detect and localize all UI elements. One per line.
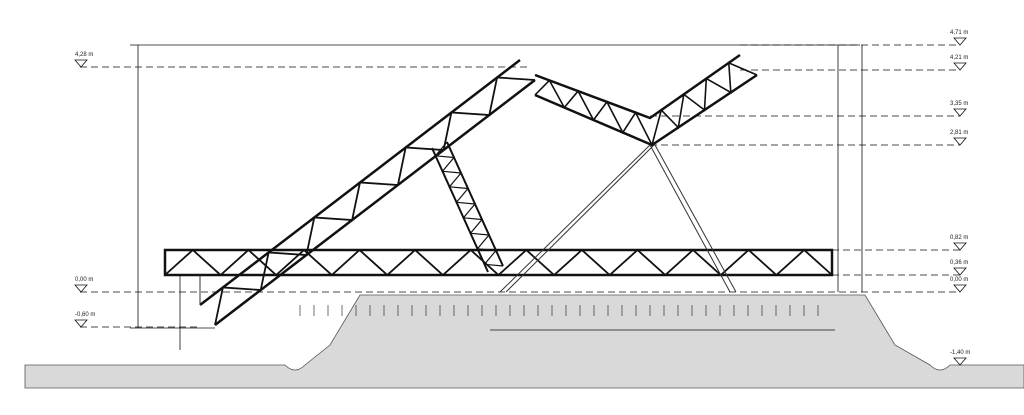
level-label: 0,00 m bbox=[75, 277, 94, 283]
inclined-truss bbox=[199, 59, 536, 326]
level-label: 0,82 m bbox=[950, 235, 969, 241]
level-label: 4,71 m bbox=[950, 30, 969, 36]
ground-section bbox=[24, 294, 1024, 389]
v-truss bbox=[534, 53, 758, 147]
level-label: -0,60 m bbox=[75, 312, 96, 318]
level-lines bbox=[80, 44, 960, 328]
level-label: 4,28 m bbox=[75, 52, 94, 58]
ground-ticks bbox=[299, 305, 819, 316]
level-label: 4,21 m bbox=[950, 55, 969, 61]
level-label: 3,35 m bbox=[950, 101, 969, 107]
level-label: 2,81 m bbox=[950, 130, 969, 136]
brace-truss bbox=[431, 141, 504, 273]
level-markers bbox=[74, 37, 967, 366]
dimension-lines bbox=[130, 44, 863, 350]
level-label: 0,00 m bbox=[950, 277, 969, 283]
struts bbox=[199, 144, 737, 305]
level-label: -1,40 m bbox=[950, 350, 971, 356]
level-label: 0,36 m bbox=[950, 260, 969, 266]
